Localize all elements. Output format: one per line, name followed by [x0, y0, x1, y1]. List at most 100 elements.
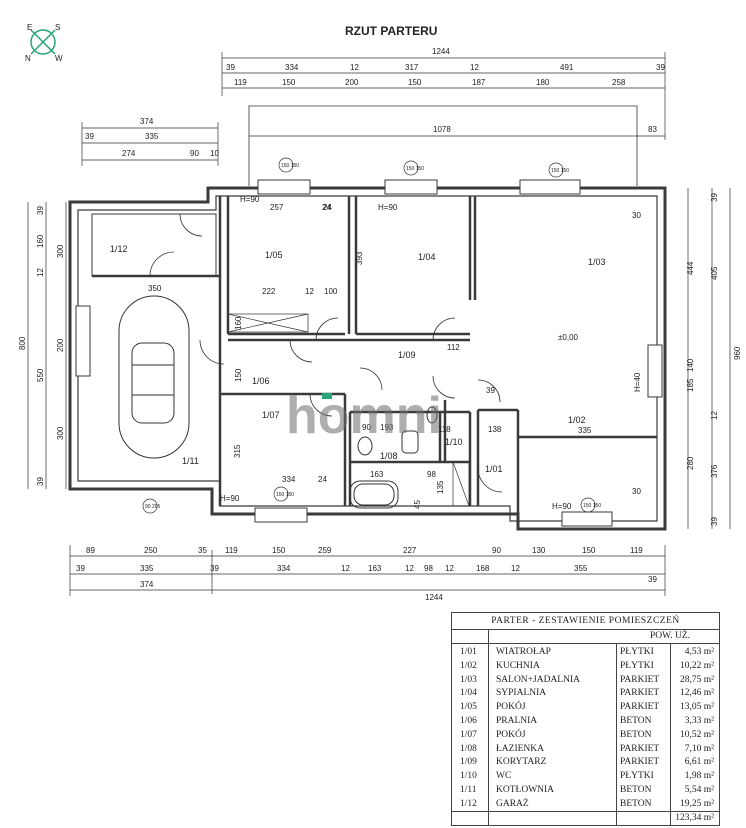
- dim-bot-c1: 374: [140, 580, 154, 589]
- schedule-name: WIATROŁAP: [496, 647, 551, 657]
- dim-left-a1: 39: [36, 206, 45, 215]
- dim-top-b2: 150: [282, 78, 296, 87]
- schedule-divider: [452, 643, 719, 644]
- room-1-11: 1/11: [182, 456, 199, 466]
- dim-lt-c2: 90: [190, 149, 199, 158]
- dim-bot-4: 119: [225, 546, 238, 555]
- dim-right-a1: 39: [710, 193, 719, 202]
- schedule-name: POKÓJ: [496, 729, 526, 740]
- dim-right-a2: 405: [710, 266, 719, 280]
- dim-bot-b13: 39: [648, 575, 657, 584]
- schedule-material: PARKIET: [620, 743, 660, 754]
- schedule-area: 1,98 m²: [684, 771, 714, 782]
- schedule-code: 1/07: [460, 729, 477, 740]
- dim-160: 160: [234, 316, 243, 330]
- dim-bot-2: 250: [144, 546, 158, 555]
- dim-90: 90: [362, 423, 371, 432]
- dim-393: 393: [355, 251, 364, 265]
- dim-12a: 12: [305, 287, 314, 296]
- height-h90-a: H=90: [240, 195, 260, 204]
- schedule-name: SALON+JADALNIA: [496, 674, 580, 685]
- dim-top-a2: 334: [285, 63, 299, 72]
- schedule-material: BETON: [620, 729, 652, 740]
- schedule-total: 123,34 m²: [675, 813, 714, 823]
- plan-title: RZUT PARTERU: [345, 24, 437, 38]
- room-schedule-table: PARTER - ZESTAWIENIE POMIESZCZEŃ POW. UŻ…: [451, 612, 720, 826]
- dim-bot-9: 130: [532, 546, 546, 555]
- dim-bot-b3: 39: [210, 564, 219, 573]
- schedule-code: 1/03: [460, 674, 477, 685]
- win-tag-1: 150 150: [281, 163, 299, 169]
- dim-right-a5: 39: [710, 517, 719, 526]
- dim-45: 45: [413, 500, 422, 509]
- bathtub-icon: [349, 480, 399, 509]
- dim-right-a4: 376: [710, 464, 719, 478]
- dim-bot-b5: 12: [341, 564, 350, 573]
- roof-outline: [248, 105, 638, 186]
- outer-walls: [68, 186, 667, 531]
- schedule-name: WC: [496, 771, 512, 782]
- schedule-material: PŁYTKI: [620, 647, 654, 657]
- dim-bot-6: 259: [318, 546, 332, 555]
- dim-right-outer: 960: [733, 346, 742, 360]
- dim-top-a7: 39: [656, 63, 665, 72]
- dim-bot-b6: 163: [368, 564, 382, 573]
- doors: [149, 213, 503, 493]
- schedule-code: 1/12: [460, 798, 477, 809]
- dim-left-a3: 12: [36, 268, 45, 277]
- watermark-logo: homni: [286, 387, 442, 445]
- dim-24c: 24: [322, 203, 331, 212]
- compass-n: N: [25, 54, 31, 63]
- schedule-area: 5,54 m²: [684, 785, 714, 795]
- schedule-material: BETON: [620, 798, 652, 809]
- schedule-row: 1/08 ŁAZIENKA PARKIET 7,10 m²: [452, 743, 720, 757]
- dim-193: 193: [380, 423, 394, 432]
- schedule-code: 1/04: [460, 688, 477, 699]
- dim-top-b1: 119: [234, 78, 247, 87]
- dim-24a: 24: [323, 203, 332, 212]
- dim-222: 222: [262, 287, 276, 296]
- schedule-area: 12,46 m²: [680, 688, 714, 699]
- dim-bot-1: 89: [86, 546, 95, 555]
- schedule-code: 1/08: [460, 743, 477, 754]
- dim-right-a3: 12: [710, 411, 719, 420]
- room-1-10: 1/10: [445, 437, 463, 447]
- dim-left-a5: 39: [36, 477, 45, 486]
- win-tag-4: 150 150: [276, 492, 294, 498]
- bottom-dimension-lines: [69, 545, 666, 596]
- dim-334: 334: [282, 475, 296, 484]
- schedule-area: 6,61 m²: [684, 757, 714, 768]
- window-tags: 150 150 150 150 150 150 150 150 150 150 …: [142, 157, 601, 514]
- win-tag-5: 150 150: [583, 503, 601, 509]
- schedule-name: ŁAZIENKA: [496, 743, 545, 754]
- schedule-area: 7,10 m²: [684, 743, 714, 754]
- height-h90-c: H=90: [220, 494, 240, 503]
- dim-lt-b2: 335: [145, 132, 159, 141]
- win-tag-3: 150 150: [551, 168, 569, 174]
- dim-left-b3: 300: [56, 426, 65, 440]
- dim-bot-b11: 12: [511, 564, 520, 573]
- schedule-code: 1/05: [460, 702, 477, 713]
- dim-bot-11: 119: [630, 546, 643, 555]
- room-1-08: 1/08: [380, 451, 398, 461]
- dim-lt-a: 374: [140, 117, 154, 126]
- dim-left-a4: 550: [36, 368, 45, 382]
- compass-icon: E S N W: [25, 23, 63, 63]
- dim-top-a6: 491: [560, 63, 574, 72]
- room-1-07: 1/07: [262, 410, 280, 420]
- dim-top-overall: 1244: [432, 47, 450, 56]
- dim-top-a1: 39: [226, 63, 235, 72]
- dim-left-outer: 800: [18, 336, 27, 350]
- height-h40: H=40: [633, 372, 642, 392]
- schedule-material: BETON: [620, 716, 652, 726]
- dim-100: 100: [324, 287, 338, 296]
- schedule-material: BETON: [620, 785, 652, 795]
- schedule-area: 19,25 m²: [680, 798, 714, 809]
- dim-top-b5: 187: [472, 78, 486, 87]
- compass-s: S: [55, 23, 60, 32]
- dim-lt-b1: 39: [85, 132, 94, 141]
